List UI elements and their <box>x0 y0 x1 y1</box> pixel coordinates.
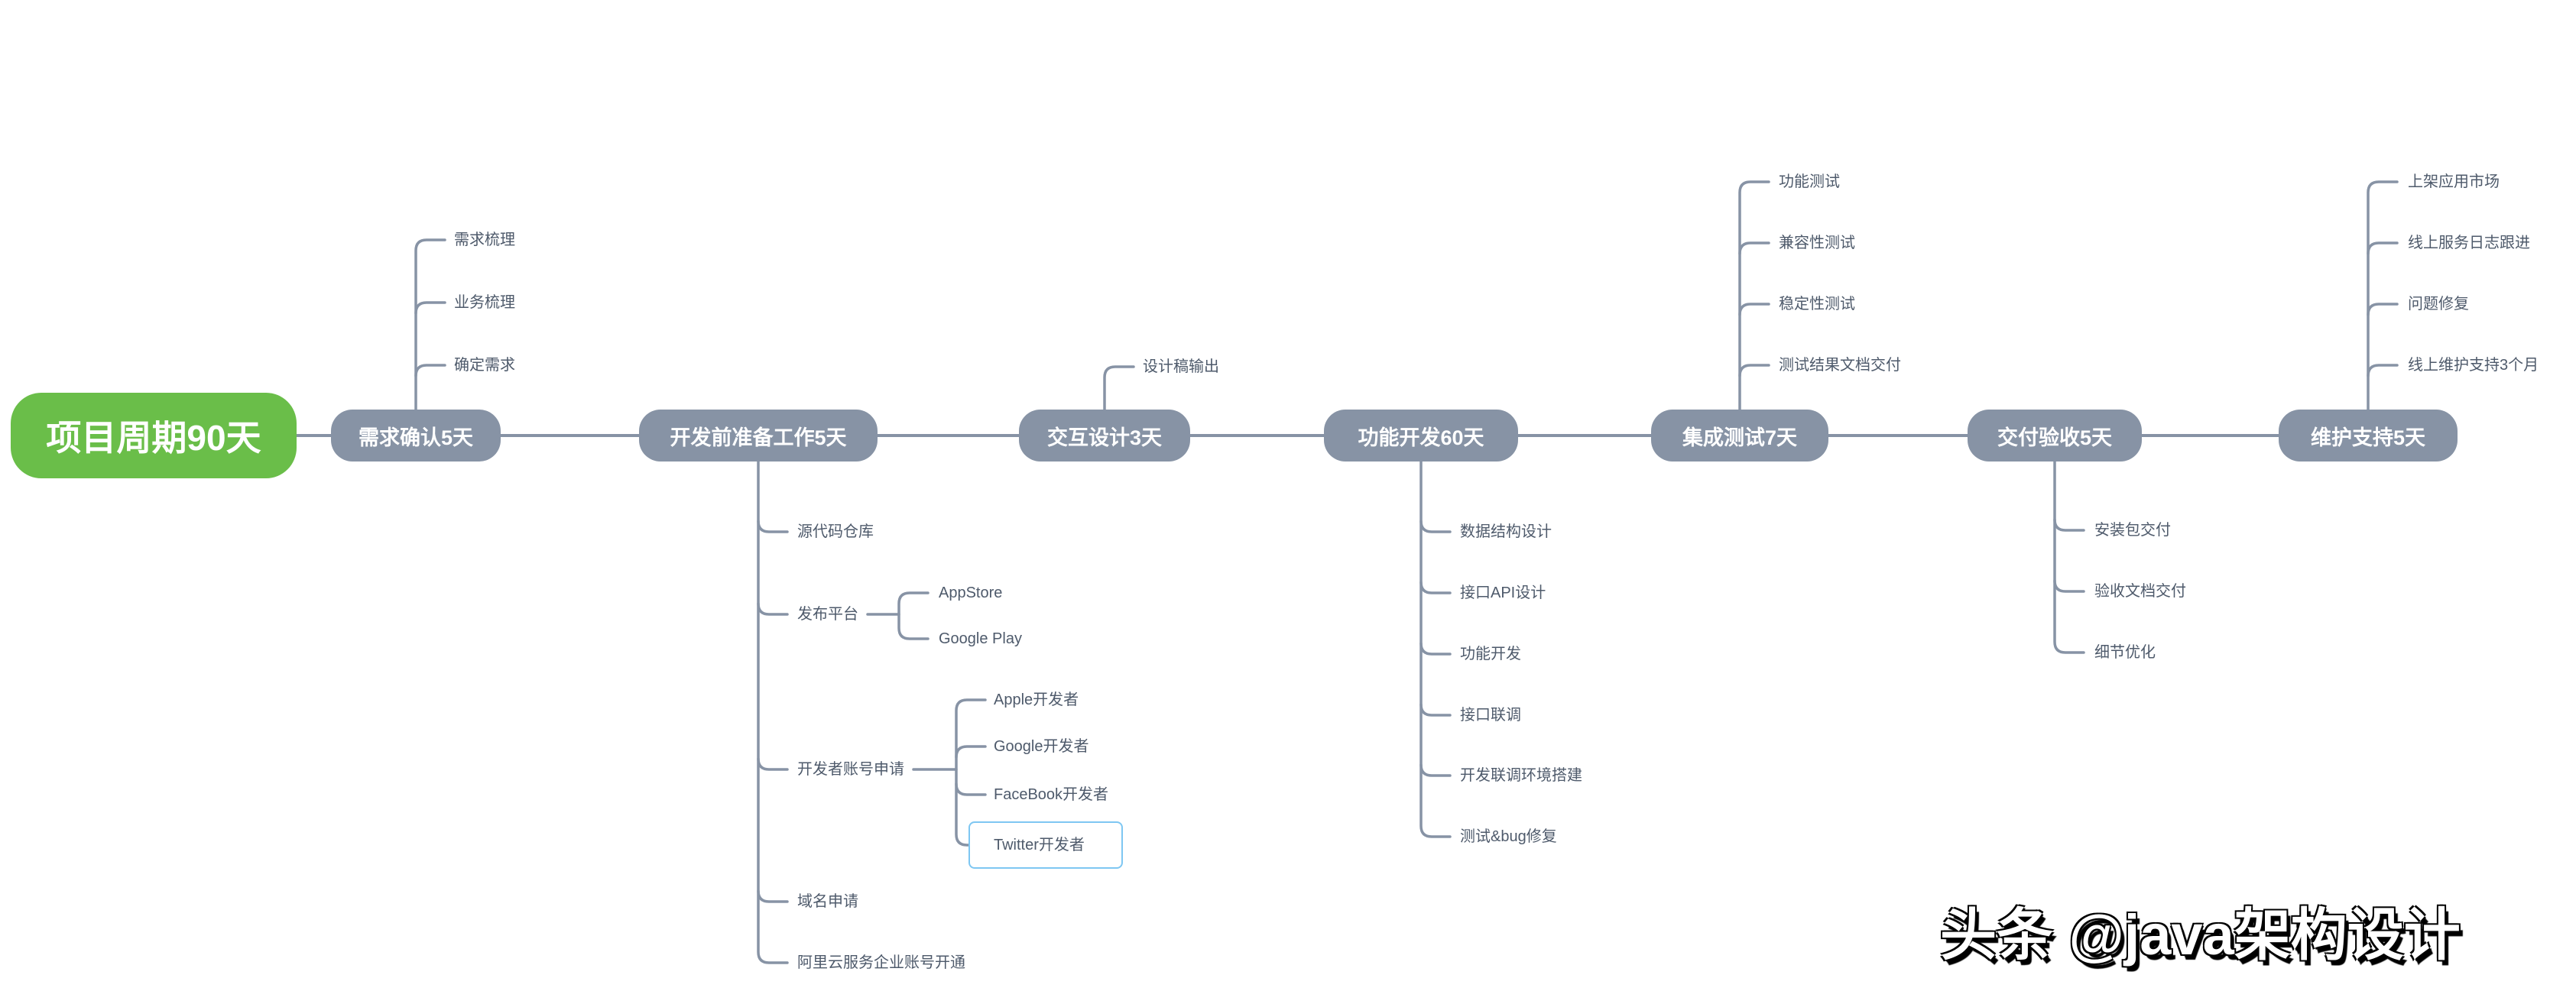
leaf-release-platforms[interactable]: 发布平台 <box>797 606 858 623</box>
leaf-data-structure-design[interactable]: 数据结构设计 <box>1460 523 1552 540</box>
leaf-api-design[interactable]: 接口API设计 <box>1460 585 1546 601</box>
leaf-google-play[interactable]: Google Play <box>939 630 1022 647</box>
leaf-compatibility-test[interactable]: 兼容性测试 <box>1779 235 1855 251</box>
leaf-dev-env-setup[interactable]: 开发联调环境搭建 <box>1460 767 1582 784</box>
watermark-text: 头条 @java架构设计 <box>1940 903 2461 967</box>
leaf-design-deliverable[interactable]: 设计稿输出 <box>1143 358 1219 375</box>
leaf-test-report-delivery[interactable]: 测试结果文档交付 <box>1779 357 1901 374</box>
leaf-online-log-tracking[interactable]: 线上服务日志跟进 <box>2408 235 2530 251</box>
leaf-requirement-finalize[interactable]: 确定需求 <box>454 357 515 374</box>
leaf-issue-fix[interactable]: 问题修复 <box>2408 296 2469 313</box>
leaf-detail-optimization[interactable]: 细节优化 <box>2094 644 2156 661</box>
root-topic[interactable]: 项目周期90天 <box>11 393 297 478</box>
leaf-dev-account-apply[interactable]: 开发者账号申请 <box>797 761 904 778</box>
branch-requirement-confirmation[interactable]: 需求确认5天 <box>331 410 501 462</box>
branch-interaction-design[interactable]: 交互设计3天 <box>1019 410 1190 462</box>
leaf-domain-apply[interactable]: 域名申请 <box>797 893 858 910</box>
leaf-aliyun-account[interactable]: 阿里云服务企业账号开通 <box>797 954 965 971</box>
leaf-facebook-developer[interactable]: FaceBook开发者 <box>994 786 1109 803</box>
leaf-stability-test[interactable]: 稳定性测试 <box>1779 296 1855 313</box>
leaf-appstore[interactable]: AppStore <box>939 585 1003 601</box>
leaf-app-market-publish[interactable]: 上架应用市场 <box>2408 173 2500 190</box>
branch-integration-testing[interactable]: 集成测试7天 <box>1651 410 1828 462</box>
leaf-acceptance-docs[interactable]: 验收文档交付 <box>2094 583 2186 600</box>
branch-pre-dev-preparation[interactable]: 开发前准备工作5天 <box>639 410 878 462</box>
leaf-3month-maintenance[interactable]: 线上维护支持3个月 <box>2408 357 2539 374</box>
leaf-google-developer[interactable]: Google开发者 <box>994 738 1089 755</box>
selected-topic-box[interactable]: Twitter开发者 <box>968 821 1123 869</box>
leaf-source-repo[interactable]: 源代码仓库 <box>797 523 874 540</box>
leaf-test-bugfix[interactable]: 测试&bug修复 <box>1460 828 1557 845</box>
leaf-business-sorting[interactable]: 业务梳理 <box>454 294 515 311</box>
leaf-api-integration[interactable]: 接口联调 <box>1460 707 1521 724</box>
branch-maintenance-support[interactable]: 维护支持5天 <box>2279 410 2458 462</box>
leaf-functional-test[interactable]: 功能测试 <box>1779 173 1840 190</box>
branch-delivery-acceptance[interactable]: 交付验收5天 <box>1968 410 2142 462</box>
leaf-installer-delivery[interactable]: 安装包交付 <box>2094 522 2171 539</box>
leaf-apple-developer[interactable]: Apple开发者 <box>994 691 1079 708</box>
leaf-feature-dev[interactable]: 功能开发 <box>1460 646 1521 662</box>
leaf-requirement-sorting[interactable]: 需求梳理 <box>454 232 515 248</box>
leaf-twitter-developer[interactable]: Twitter开发者 <box>994 837 1085 853</box>
branch-feature-development[interactable]: 功能开发60天 <box>1324 410 1518 462</box>
